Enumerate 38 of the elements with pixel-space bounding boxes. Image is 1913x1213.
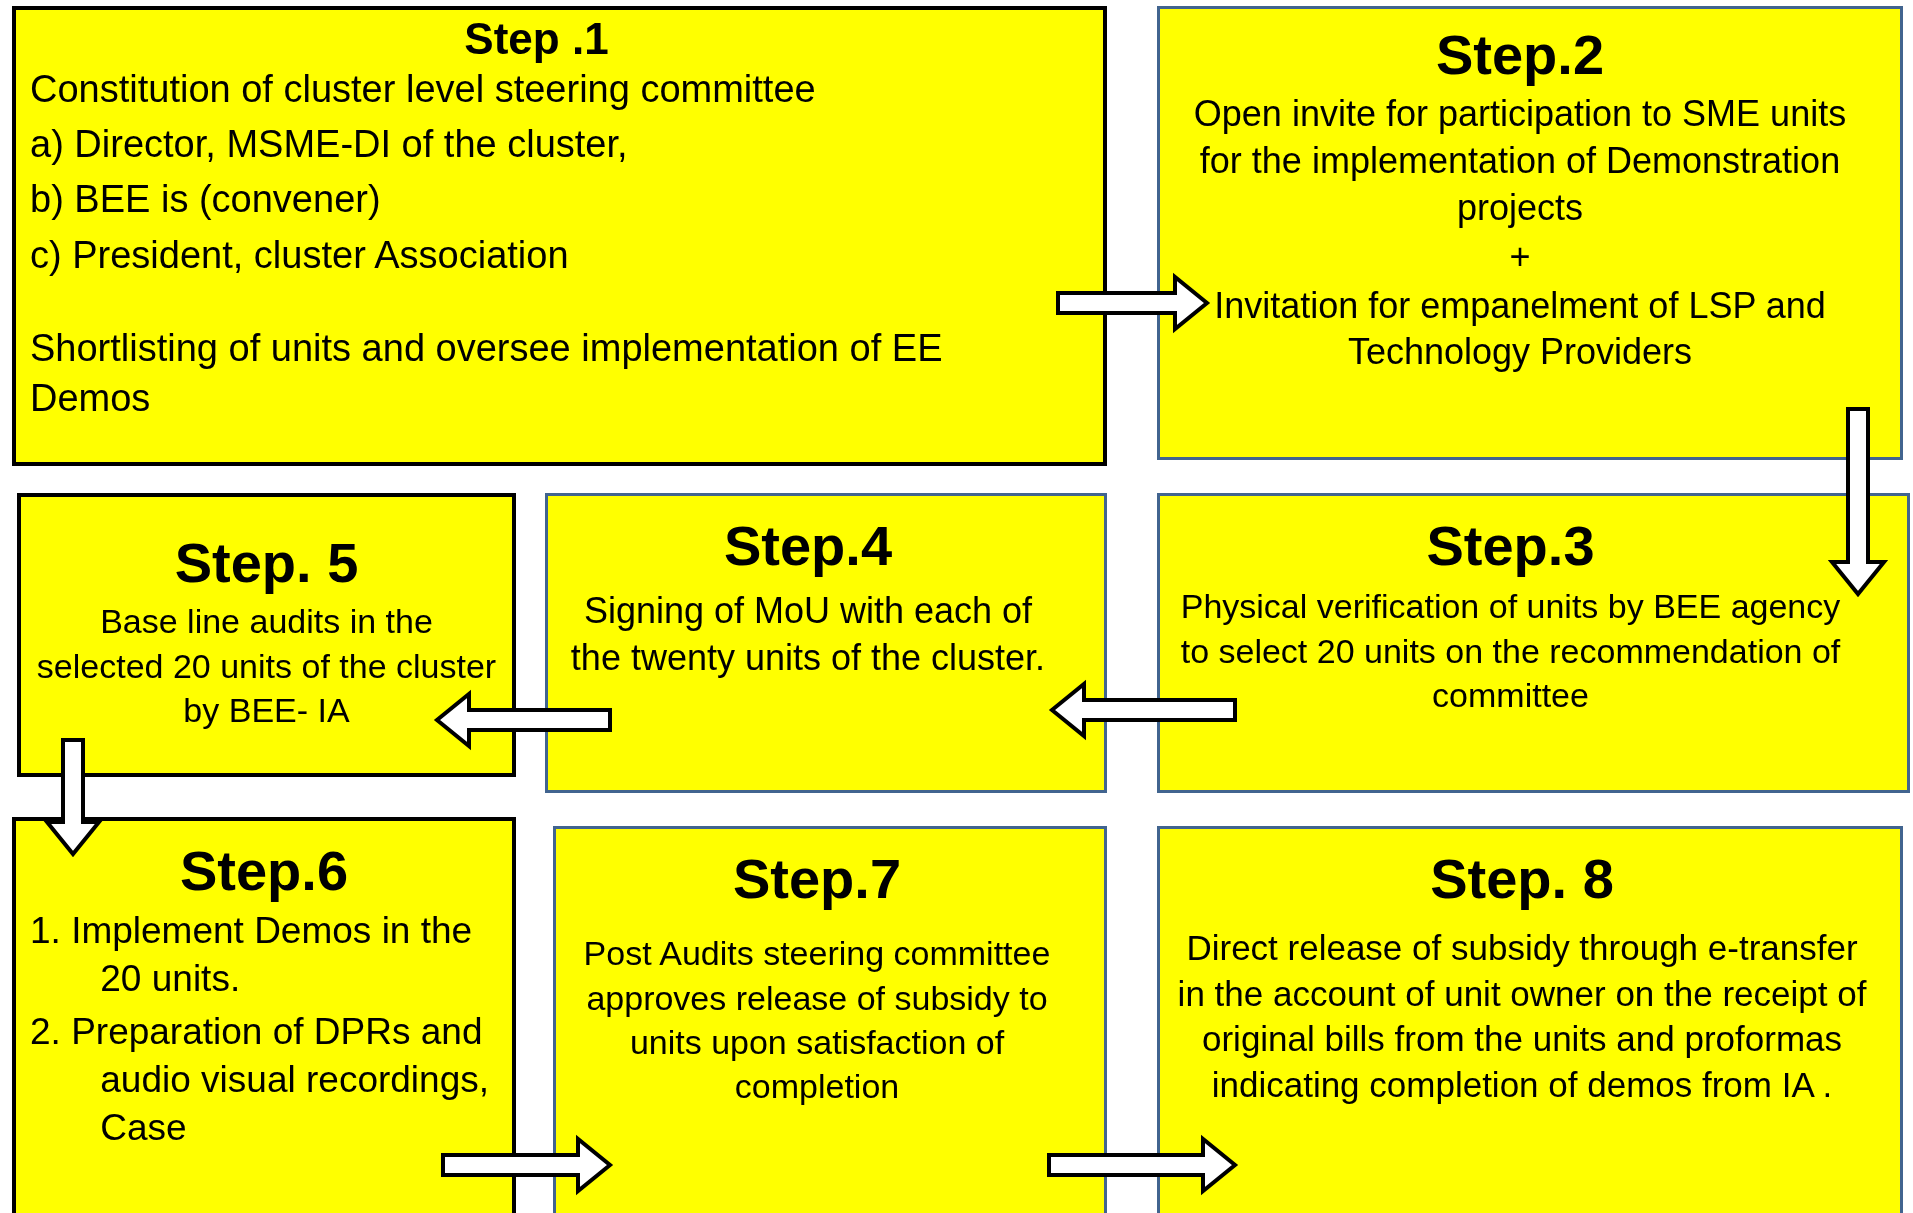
step-box [1157,6,1903,460]
step-heading: Step.6 [179,839,349,904]
step-text: 2. Preparation of DPRs and audio visual recordings, Case [30,1009,490,1150]
step-text: Open invite for participation to SME units for the implementation of Demonstration projects [1192,92,1848,230]
block-arrow [42,738,104,858]
step-text: + [1509,234,1531,279]
step-text: Constitution of cluster level steering committee [30,66,817,112]
step-text: Invitation for empanelment of LSP and Technology Providers [1213,283,1827,375]
step-box [12,6,1107,466]
step-text: Shortlisting of units and oversee implementation of EE Demos [30,326,944,421]
step-box [553,826,1107,1213]
block-arrow [1047,1134,1239,1196]
step-heading: Step .1 [464,14,609,65]
step-box [17,493,516,777]
block-arrow [1827,407,1889,598]
step-box [545,493,1107,793]
step-box [12,817,516,1213]
step-text: c) President, cluster Association [30,232,570,278]
step-heading: Step.2 [1435,23,1605,88]
block-arrow [1048,679,1237,741]
step-box [1157,826,1903,1213]
step-box [1157,493,1910,793]
block-arrow [1056,272,1211,334]
block-arrow [441,1134,614,1196]
step-text: a) Director, MSME-DI of the cluster, [30,122,629,167]
step-text: b) BEE is (convener) [30,177,382,223]
step-text: Base line audits in the selected 20 units of the cluster by BEE- IA [35,601,498,731]
block-arrow [433,689,612,751]
step-heading: Step. 5 [174,531,359,596]
step-text: Direct release of subsidy through e-transfer in the account of unit owner on the receipt of original bills from the units and proformas indicating completion of demos from IA . [1176,927,1868,1106]
step-text: Post Audits steering committee approves release of subsidy to units upon satisfaction of completion [582,933,1052,1107]
step-heading: Step.4 [723,514,893,579]
step-heading: Step.3 [1426,514,1595,579]
step-heading: Step.7 [732,847,902,912]
step-text: Signing of MoU with each of the twenty units of the cluster. [569,589,1047,681]
step-heading: Step. 8 [1430,847,1614,912]
step-text: 1. Implement Demos in the 20 units. [30,909,474,1002]
step-text: Physical verification of units by BEE agency to select 20 units on the recommendation of committee [1179,586,1842,716]
